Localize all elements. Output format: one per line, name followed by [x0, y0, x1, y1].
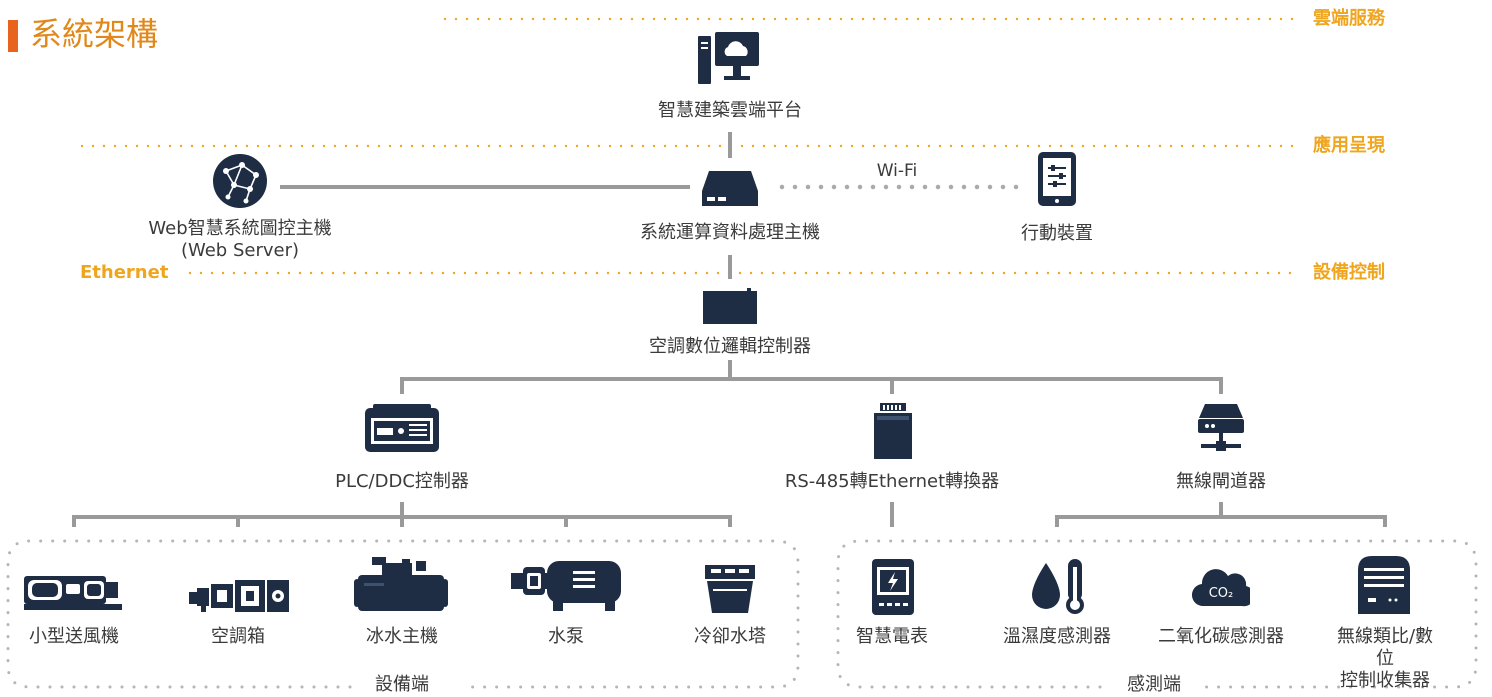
page-title: 系統架構: [30, 15, 159, 53]
gateway-icon: [1198, 404, 1244, 451]
sensor-label: 智慧電表: [856, 626, 928, 647]
equipment-label: 水泵: [548, 626, 584, 647]
fan-unit-icon: [24, 576, 122, 610]
wifi-label: Wi-Fi: [876, 161, 918, 181]
sensor-group-label: 感測端: [1127, 674, 1181, 695]
sensor-group-box: [836, 539, 1478, 689]
connectors: [72, 132, 1387, 527]
temp-humidity-icon: [1032, 559, 1084, 614]
zone-label-control: 設備控制: [1313, 262, 1385, 283]
equipment-label: 小型送風機: [29, 626, 119, 647]
plc-icon: [365, 404, 439, 452]
zone-label-presentation: 應用呈現: [1313, 135, 1385, 156]
desktop-cloud-icon: [698, 32, 759, 84]
pump-icon: [511, 561, 621, 611]
cloud-platform-label: 智慧建築雲端平台: [658, 100, 802, 121]
zone-label-ethernet: Ethernet: [80, 262, 169, 283]
controller-box-icon: [703, 288, 757, 324]
smart-meter-icon: [872, 559, 914, 615]
ddc-label: 空調數位邏輯控制器: [649, 336, 811, 357]
web-server-label: Web智慧系統圖控主機 (Web Server): [148, 218, 332, 261]
zone-label-cloud: 雲端服務: [1313, 8, 1385, 29]
sensor-label: 二氧化碳感測器: [1158, 626, 1284, 647]
server-box-icon: [702, 171, 758, 206]
tablet-icon: [1038, 152, 1076, 206]
sensor-label: 溫濕度感測器: [1003, 626, 1111, 647]
mobile-label: 行動裝置: [1021, 223, 1093, 244]
ahu-icon: [189, 580, 289, 612]
equipment-group-label: 設備端: [375, 674, 429, 695]
chiller-icon: [354, 557, 448, 611]
equipment-label: 空調箱: [211, 626, 265, 647]
title-accent-bar: [8, 20, 18, 52]
equipment-label: 冰水主機: [366, 626, 438, 647]
collector-icon: [1358, 556, 1410, 614]
sensor-label: 無線類比/數位 控制收集器: [1336, 626, 1434, 691]
zone-separators: [80, 17, 1298, 275]
cooling-tower-icon: [705, 565, 755, 613]
processing-host-label: 系統運算資料處理主機: [640, 222, 820, 243]
co2-cloud-icon: CO₂: [1192, 569, 1250, 607]
network-globe-icon: [213, 154, 267, 208]
gateway-label: 無線閘道器: [1176, 471, 1266, 492]
plc-label: PLC/DDC控制器: [335, 471, 469, 492]
equipment-label: 冷卻水塔: [694, 626, 766, 647]
converter-label: RS-485轉Ethernet轉換器: [784, 471, 1000, 492]
co2-glyph: CO₂: [1209, 586, 1234, 601]
converter-card-icon: [874, 403, 912, 459]
group-boxes: [6, 539, 1478, 689]
